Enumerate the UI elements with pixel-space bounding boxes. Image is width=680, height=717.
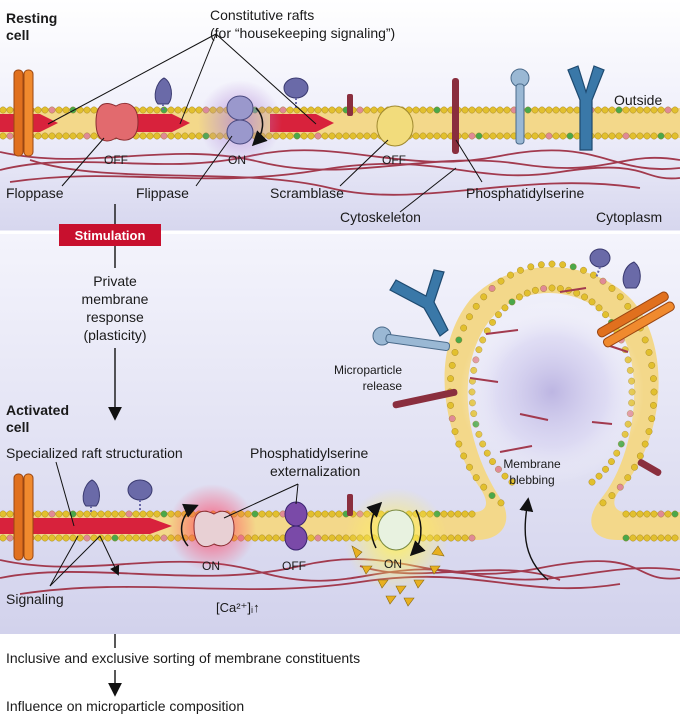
response-line4: (plasticity) [83,327,146,343]
peptide-bleb-right [637,459,662,476]
response-line3: response [86,309,144,325]
transmembrane-peptide-dark [452,78,459,154]
cytoskeleton-label: Cytoskeleton [340,209,421,225]
short-peptide-1 [347,94,353,116]
calcium-influx-arrows [351,545,445,607]
short-peptide-2 [347,494,353,516]
cytoskeleton-fibers-top [0,149,680,196]
peptide-on-bleb [392,388,458,409]
y-receptor-blue [567,65,605,151]
microparticle-label: Microparticle [334,363,402,377]
phosphatidylserine-label: Phosphatidylserine [466,185,585,201]
cytoplasm-label: Cytoplasm [596,209,662,225]
specialized-raft-arrow [0,518,172,534]
scramblase-label: Scramblase [270,185,344,201]
gpi-protein-blue-bleb [372,326,451,351]
activated-cell-title-2: cell [6,419,29,435]
gpi-protein-blue [510,68,530,145]
floppase-label: Floppase [6,185,64,201]
scramblase-active-protein [366,501,426,557]
resting-cell-title-2: cell [6,27,29,43]
resting-cell-title: Resting [6,10,57,26]
flippase-label: Flippase [136,185,189,201]
flippase-on-label: ON [228,153,246,167]
floppase-active-protein [180,503,235,548]
gpi-protein-purple-4 [127,479,153,512]
stimulation-label: Stimulation [75,228,146,243]
gpi-protein-purple-1 [154,77,172,112]
floppase-on-label-2: ON [202,559,220,573]
leader-lines-top [47,33,483,213]
calcium-label: [Ca²⁺]ᵢ↑ [216,600,260,615]
blebbing-label: Membrane [503,457,561,471]
bleb-fibers [469,287,629,453]
outside-label: Outside [614,92,662,108]
activated-cell-title: Activated [6,402,69,418]
flippase-off-label-2: OFF [282,559,306,573]
y-receptor-on-bleb [389,269,449,337]
blebbing-arrow [519,497,549,581]
flippase-protein [226,95,268,147]
composition-label: Influence on microparticle composition [6,698,244,714]
flippase-off-protein [284,501,308,551]
leader-lines-bottom [49,461,299,587]
transmembrane-receptor-orange-2 [13,473,34,561]
ps-externalization-label-2: externalization [270,463,360,479]
response-line2: membrane [82,291,149,307]
stimulation-box [59,224,161,246]
gpi-proteins-bleb-top [589,248,641,289]
bleb-interior-glow [460,300,644,484]
transmembrane-receptor-orange-bleb [596,291,675,348]
specialized-raft-label: Specialized raft structuration [6,445,183,461]
ps-externalization-label: Phosphatidylserine [250,445,369,461]
scramblase-off-label: OFF [382,153,406,167]
microparticle-label-2: release [363,379,403,393]
floppase-off-label: OFF [104,153,128,167]
scramblase-on-label-2: ON [384,557,402,571]
signaling-label: Signaling [6,591,64,607]
constitutive-rafts-label: Constitutive rafts [210,7,314,23]
sorting-label: Inclusive and exclusive sorting of membr… [6,650,360,666]
transmembrane-receptor-orange [13,69,34,157]
scramblase-protein [376,105,414,147]
response-line1: Private [93,273,137,289]
gpi-protein-purple-2 [283,77,309,110]
blebbing-label-2: blebbing [509,473,554,487]
floppase-protein [95,102,139,142]
housekeeping-label: (for “housekeeping signaling”) [210,25,395,41]
gpi-protein-purple-3 [82,479,100,514]
